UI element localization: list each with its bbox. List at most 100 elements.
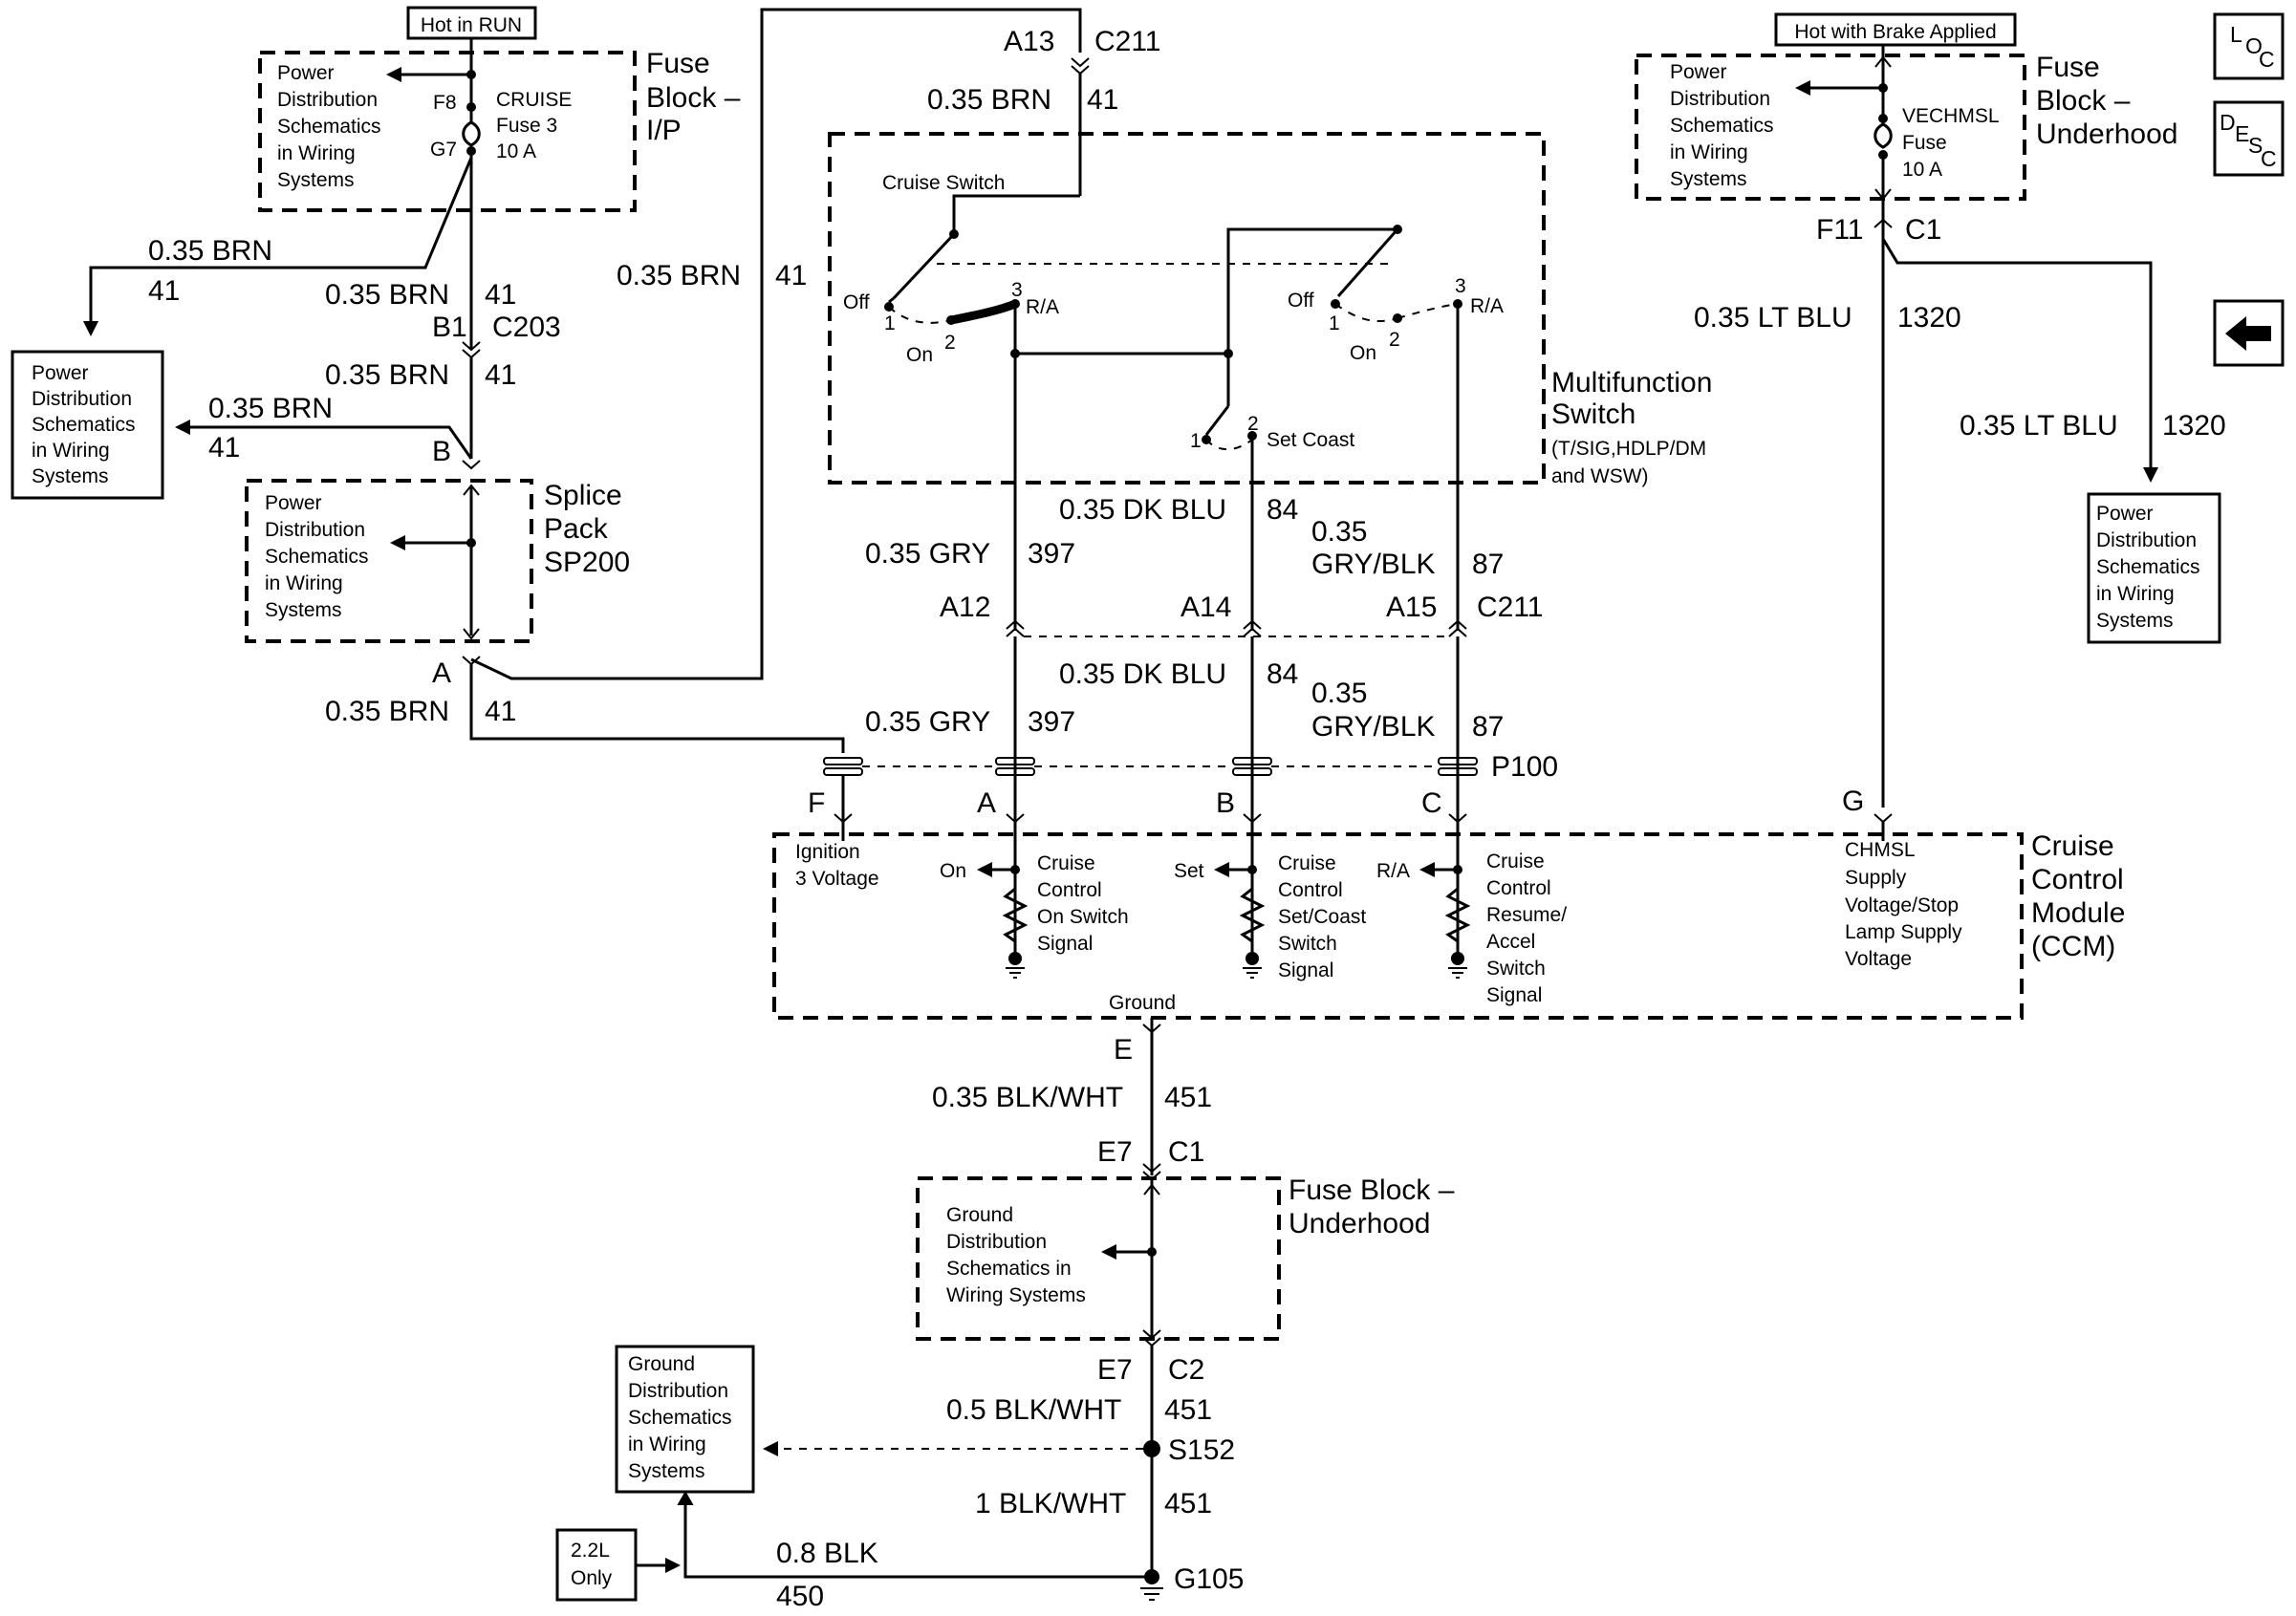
svg-text:0.35 BRN: 0.35 BRN: [617, 260, 741, 291]
svg-text:Ignition: Ignition: [795, 841, 860, 863]
svg-text:451: 451: [1164, 1082, 1212, 1113]
svg-text:Distribution: Distribution: [265, 519, 365, 541]
svg-text:Fuse 3: Fuse 3: [496, 115, 557, 137]
svg-text:Systems: Systems: [32, 465, 109, 487]
svg-text:Schematics: Schematics: [265, 546, 369, 568]
svg-text:41: 41: [485, 279, 516, 311]
svg-text:Only: Only: [571, 1567, 613, 1589]
svg-text:Switch: Switch: [1278, 933, 1337, 955]
svg-text:1320: 1320: [2162, 410, 2226, 442]
svg-text:CHMSL: CHMSL: [1845, 839, 1916, 861]
svg-text:3: 3: [1011, 279, 1023, 301]
svg-text:I/P: I/P: [646, 115, 682, 146]
svg-text:Systems: Systems: [1670, 168, 1747, 190]
svg-text:F: F: [808, 787, 825, 819]
svg-text:Schematics: Schematics: [2096, 556, 2200, 578]
svg-text:Voltage: Voltage: [1845, 948, 1912, 970]
svg-text:Distribution: Distribution: [1670, 88, 1770, 110]
svg-text:0.35: 0.35: [1311, 516, 1367, 548]
svg-text:0.35 BRN: 0.35 BRN: [325, 359, 449, 391]
svg-text:Off: Off: [843, 291, 870, 313]
svg-text:On: On: [1350, 342, 1376, 364]
svg-text:Cruise: Cruise: [2031, 830, 2114, 862]
back-button[interactable]: [2213, 299, 2285, 367]
svg-text:R/A: R/A: [1470, 295, 1504, 317]
svg-text:(CCM): (CCM): [2031, 931, 2115, 962]
svg-text:C203: C203: [492, 312, 561, 343]
svg-text:1320: 1320: [1897, 302, 1961, 334]
svg-text:451: 451: [1164, 1394, 1212, 1426]
svg-text:Systems: Systems: [628, 1460, 705, 1482]
svg-text:450: 450: [776, 1581, 824, 1612]
svg-text:Block –: Block –: [2036, 85, 2131, 117]
svg-text:41: 41: [775, 260, 807, 291]
fuse-block-ip: Fuse Block – I/P Power Distribution Sche…: [258, 48, 741, 212]
pds-box-right[interactable]: Power Distribution Schematics in Wiring …: [2087, 492, 2221, 644]
svg-text:Systems: Systems: [277, 169, 355, 191]
svg-text:Ground: Ground: [1109, 992, 1176, 1014]
svg-text:Systems: Systems: [265, 599, 342, 621]
svg-text:Cruise: Cruise: [1037, 852, 1095, 874]
svg-text:0.35 DK BLU: 0.35 DK BLU: [1059, 494, 1226, 526]
pds-box-left[interactable]: Power Distribution Schematics in Wiring …: [11, 350, 164, 500]
svg-text:41: 41: [485, 359, 516, 391]
svg-text:and WSW): and WSW): [1551, 465, 1649, 487]
svg-text:Power: Power: [277, 62, 335, 84]
svg-text:Off: Off: [1288, 290, 1314, 312]
svg-text:0.35 BRN: 0.35 BRN: [325, 696, 449, 727]
svg-text:41: 41: [485, 696, 516, 727]
svg-text:Control: Control: [1486, 877, 1551, 899]
svg-text:Power: Power: [265, 492, 322, 514]
svg-text:D: D: [2220, 110, 2236, 135]
svg-text:0.35 GRY: 0.35 GRY: [865, 706, 990, 738]
svg-text:G7: G7: [430, 139, 457, 161]
svg-text:1 BLK/WHT: 1 BLK/WHT: [975, 1488, 1126, 1519]
svg-text:Control: Control: [1278, 879, 1343, 901]
svg-text:Switch: Switch: [1551, 399, 1635, 430]
svg-text:Control: Control: [1037, 879, 1102, 901]
svg-text:Schematics: Schematics: [1670, 115, 1774, 137]
svg-text:0.35: 0.35: [1311, 678, 1367, 709]
svg-text:A12: A12: [940, 592, 990, 623]
svg-text:in Wiring: in Wiring: [265, 572, 343, 594]
loc-button[interactable]: L O C: [2213, 12, 2285, 80]
svg-text:O: O: [2245, 33, 2263, 58]
svg-text:B: B: [1216, 787, 1235, 819]
svg-text:0.35 BRN: 0.35 BRN: [325, 279, 449, 311]
svg-text:Hot with Brake Applied: Hot with Brake Applied: [1794, 21, 1996, 43]
svg-text:451: 451: [1164, 1488, 1212, 1519]
svg-text:Schematics: Schematics: [628, 1407, 732, 1429]
svg-text:A13: A13: [1004, 26, 1054, 57]
desc-button[interactable]: D E S C: [2213, 100, 2285, 177]
svg-text:84: 84: [1267, 494, 1298, 526]
svg-text:Distribution: Distribution: [2096, 529, 2197, 551]
svg-text:C2: C2: [1168, 1354, 1204, 1386]
svg-text:Distribution: Distribution: [946, 1231, 1047, 1253]
svg-text:0.35 BLK/WHT: 0.35 BLK/WHT: [932, 1082, 1123, 1113]
svg-text:A: A: [432, 657, 451, 689]
svg-text:E7: E7: [1097, 1354, 1133, 1386]
connector-p100: P100: [823, 751, 1558, 783]
svg-text:C211: C211: [1094, 26, 1161, 57]
svg-text:C: C: [2259, 47, 2275, 72]
svg-text:Fuse: Fuse: [2036, 52, 2100, 83]
gds-box[interactable]: Ground Distribution Schematics in Wiring…: [615, 1345, 755, 1494]
svg-text:397: 397: [1028, 706, 1075, 738]
svg-text:B: B: [432, 436, 451, 467]
svg-text:Accel: Accel: [1486, 931, 1535, 953]
svg-text:Splice: Splice: [544, 480, 622, 511]
svg-text:E: E: [1114, 1034, 1133, 1066]
svg-text:Power: Power: [32, 362, 89, 384]
svg-text:C1: C1: [1168, 1136, 1204, 1168]
svg-text:Pack: Pack: [544, 513, 609, 545]
svg-text:Set/Coast: Set/Coast: [1278, 906, 1366, 928]
svg-text:On: On: [940, 860, 966, 882]
svg-text:VECHMSL: VECHMSL: [1902, 105, 2000, 127]
svg-text:Hot in RUN: Hot in RUN: [421, 14, 522, 36]
svg-text:in Wiring: in Wiring: [628, 1433, 706, 1455]
svg-text:CRUISE: CRUISE: [496, 89, 572, 111]
svg-text:Set: Set: [1174, 860, 1204, 882]
svg-text:Distribution: Distribution: [277, 89, 378, 111]
svg-text:Schematics: Schematics: [32, 414, 136, 436]
svg-text:A15: A15: [1386, 592, 1437, 623]
